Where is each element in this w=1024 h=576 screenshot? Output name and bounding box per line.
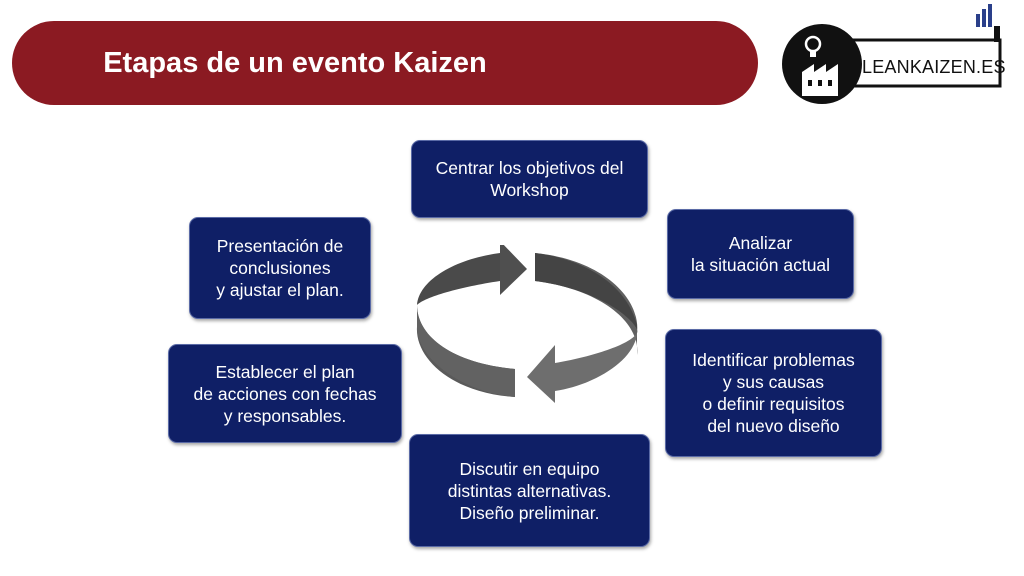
title-banner: Etapas de un evento Kaizen bbox=[12, 21, 758, 105]
step-box-conclusions: Presentación de conclusiones y ajustar e… bbox=[189, 217, 371, 319]
step-box-action-plan: Establecer el plan de acciones con fecha… bbox=[168, 344, 402, 443]
step-box-discuss: Discutir en equipo distintas alternativa… bbox=[409, 434, 650, 547]
step-box-objectives: Centrar los objetivos del Workshop bbox=[411, 140, 648, 218]
step-box-analyze: Analizar la situación actual bbox=[667, 209, 854, 299]
logo-text: LEANKAIZEN.ES bbox=[862, 57, 1006, 77]
lightbulb-factory-logo-icon bbox=[782, 4, 1002, 104]
logo: LEANKAIZEN.ES bbox=[780, 0, 1024, 110]
step-box-identify-problems: Identificar problemas y sus causas o def… bbox=[665, 329, 882, 457]
page-title: Etapas de un evento Kaizen bbox=[103, 46, 487, 79]
cycle-arrows-icon bbox=[416, 245, 638, 403]
